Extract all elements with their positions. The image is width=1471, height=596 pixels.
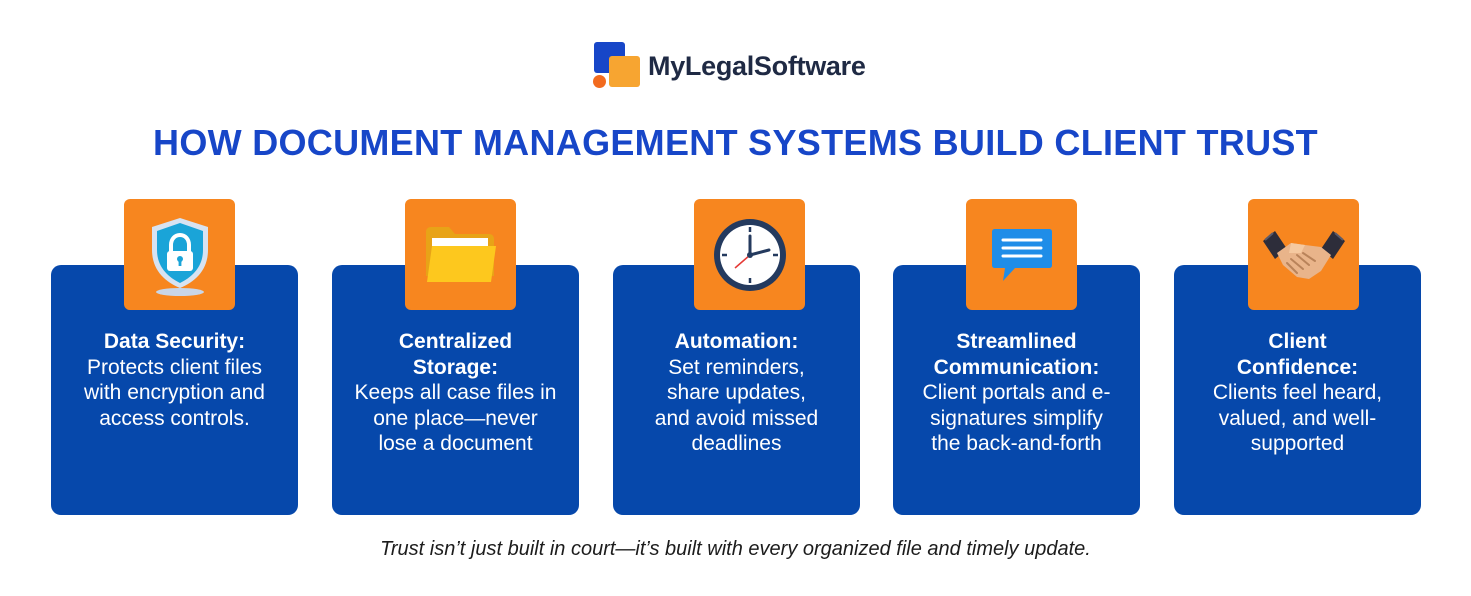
card-title: Client Confidence: (1236, 330, 1359, 379)
card-text: Keeps all case files in one place—never … (354, 381, 557, 455)
card-text: Set reminders, share updates, and avoid … (654, 355, 819, 456)
folder-icon (405, 199, 516, 310)
brand-logo: MyLegalSoftware (593, 42, 866, 90)
clock-icon (694, 199, 805, 310)
card-streamlined-communication: Streamlined Communication: Client portal… (893, 265, 1140, 515)
card-centralized-storage: Centralized Storage: Keeps all case file… (332, 265, 579, 515)
tagline: Trust isn’t just built in court—it’s bui… (380, 538, 1091, 560)
logo-mark-icon (593, 42, 642, 90)
card-text: Clients feel heard, valued, and well-sup… (1212, 381, 1383, 455)
card-title: Centralized Storage: (398, 330, 513, 379)
logo-text: MyLegalSoftware (648, 50, 866, 81)
handshake-icon (1248, 199, 1359, 310)
shield-lock-icon (124, 199, 235, 310)
page-title: HOW DOCUMENT MANAGEMENT SYSTEMS BUILD CL… (153, 122, 1318, 163)
card-title: Data Security: (103, 330, 246, 353)
card-text: Client portals and e-signatures simplify… (922, 381, 1111, 455)
card-text: Protects client files with encryption an… (84, 355, 265, 430)
card-title: Streamlined Communication: (933, 330, 1100, 379)
chat-bubble-icon (966, 199, 1077, 310)
card-title: Automation: (674, 330, 799, 353)
